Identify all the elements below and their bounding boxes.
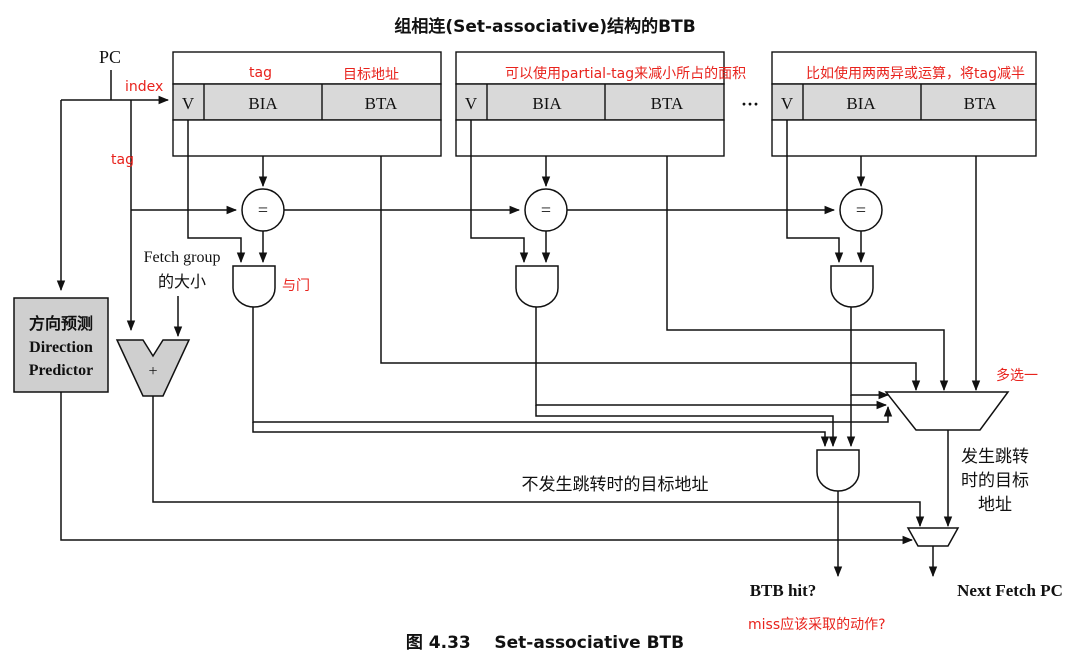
annotation-tag-left: tag (111, 152, 134, 168)
wayn-v-field: V (781, 94, 794, 113)
taken-label-1: 发生跳转 (961, 447, 1029, 467)
direction-label-2: Predictor (29, 362, 94, 379)
btb-hit-label: BTB hit? (750, 581, 817, 600)
taken-label-2: 时的目标 (961, 471, 1029, 491)
and-gates (232, 265, 874, 492)
next-pc-mux (906, 527, 960, 547)
adder-plus: + (148, 363, 157, 380)
btb-way-1: V BIA BTA (172, 51, 442, 157)
way2-v-field: V (465, 94, 478, 113)
wayn-bta-field: BTA (964, 94, 997, 113)
way1-bia-field: BIA (248, 94, 278, 113)
and-gate-n (830, 265, 874, 308)
comparator-n-eq: = (856, 200, 866, 220)
direction-wire (60, 392, 914, 545)
annotation-target: 目标地址 (343, 67, 399, 83)
ways-ellipsis: ··· (741, 94, 759, 114)
figure-caption: 图 4.33 Set-associative BTB (406, 633, 684, 653)
and-gate-2 (515, 265, 559, 308)
comparators (241, 188, 883, 232)
comparator-1-eq: = (258, 200, 268, 220)
annotation-mux-one: 多选一 (996, 367, 1038, 384)
and-gate-1 (232, 265, 276, 308)
entry-wires (187, 120, 981, 448)
btb-way-n: V BIA BTA (771, 51, 1037, 157)
taken-label-3: 地址 (978, 495, 1012, 515)
figure-title: 组相连(Set-associative)结构的BTB (394, 16, 695, 37)
target-mux (884, 391, 1010, 431)
annotation-index: index (125, 79, 163, 95)
direction-label-cn: 方向预测 (29, 314, 93, 333)
adder (115, 339, 191, 397)
next-fetch-pc-label: Next Fetch PC (957, 581, 1063, 600)
fetch-group-label: Fetch group (144, 249, 221, 266)
comparator-2-eq: = (541, 200, 551, 220)
btb-way-2: V BIA BTA (455, 51, 725, 157)
direction-label-1: Direction (29, 339, 93, 356)
annotation-miss-action: miss应该采取的动作? (748, 616, 886, 633)
annotation-and-gate: 与门 (282, 278, 310, 294)
annotation-tag-top: tag (249, 65, 272, 81)
not-taken-label: 不发生跳转时的目标地址 (522, 475, 709, 495)
annotation-xor-tag: 比如使用两两异或运算，将tag减半 (806, 65, 1025, 82)
annotation-partial-tag: 可以使用partial-tag来减小所占的面积 (505, 65, 746, 82)
hit-gate (816, 449, 860, 492)
wayn-bia-field: BIA (846, 94, 876, 113)
way1-v-field: V (182, 94, 195, 113)
way1-bta-field: BTA (365, 94, 398, 113)
fetch-group-label-2: 的大小 (158, 272, 206, 291)
pc-wires (56, 70, 836, 332)
way2-bia-field: BIA (532, 94, 562, 113)
annotations: index tag 目标地址 可以使用partial-tag来减小所占的面积 比… (111, 65, 1038, 633)
way2-bta-field: BTA (651, 94, 684, 113)
adder-output-wire (152, 396, 925, 528)
pc-label: PC (99, 47, 121, 67)
direction-predictor (13, 297, 109, 393)
